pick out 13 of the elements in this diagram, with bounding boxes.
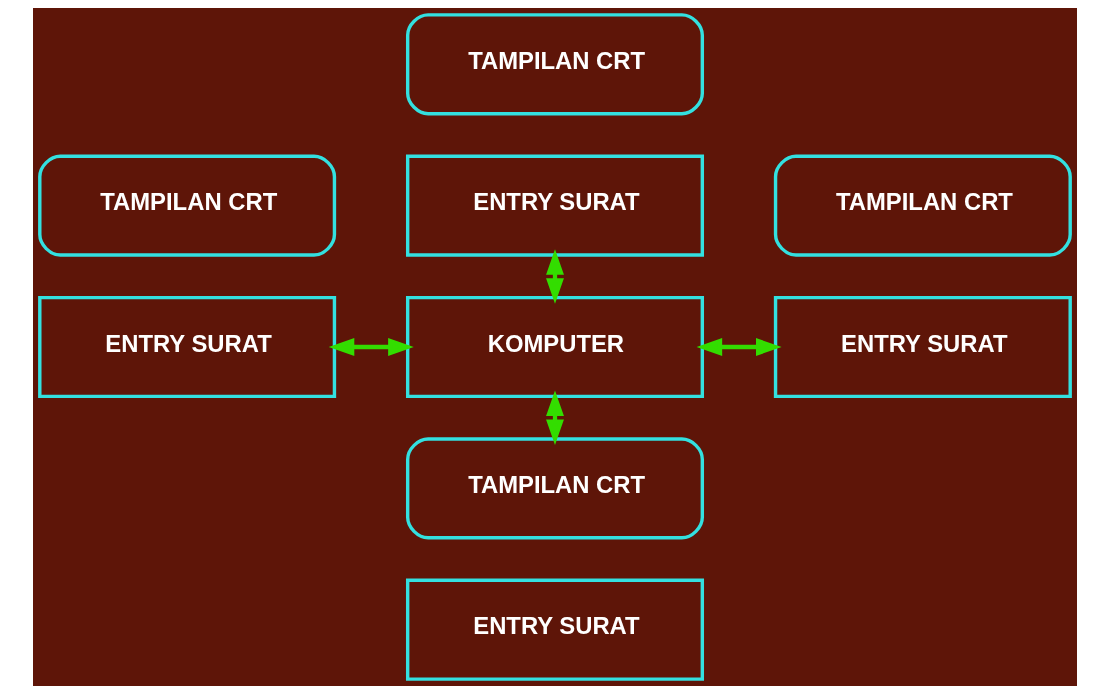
arrow (328, 338, 414, 356)
arrow (545, 390, 564, 446)
node-box: TAMPILAN CRT (773, 154, 1072, 257)
node-box: ENTRY SURAT (773, 295, 1072, 399)
node-box: ENTRY SURAT (405, 578, 704, 681)
node-box: TAMPILAN CRT (405, 437, 704, 540)
node-box: KOMPUTER (405, 295, 704, 399)
node-box: ENTRY SURAT (37, 295, 336, 399)
node-box: TAMPILAN CRT (37, 154, 336, 257)
arrow (545, 249, 564, 304)
arrow (696, 338, 782, 356)
node-box: ENTRY SURAT (405, 154, 704, 257)
node-box: TAMPILAN CRT (405, 13, 704, 116)
